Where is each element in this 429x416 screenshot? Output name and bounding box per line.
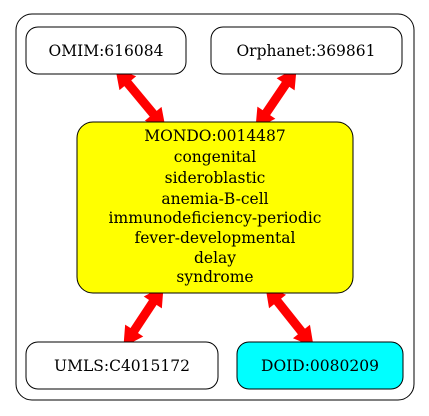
edge-mondo-umls [123, 286, 164, 347]
node-mondo-line-7: delay [194, 249, 236, 267]
edges [115, 68, 314, 347]
edge-omim-mondo [115, 68, 166, 129]
node-doid[interactable]: DOID:0080209 [236, 341, 404, 390]
node-umls[interactable]: UMLS:C4015172 [25, 341, 219, 390]
edge-orphanet-mondo [255, 68, 297, 129]
node-mondo[interactable]: MONDO:0014487 congenital sideroblastic a… [76, 121, 354, 294]
node-omim-box [25, 26, 187, 75]
node-mondo-box [76, 121, 354, 294]
node-mondo-line-6: fever-developmental [134, 229, 295, 247]
cluster-boundary [15, 13, 415, 401]
node-mondo-line-5: immunodeficiency-periodic [109, 209, 322, 227]
node-umls-box [25, 341, 219, 390]
node-umls-label: UMLS:C4015172 [54, 357, 190, 375]
node-omim[interactable]: OMIM:616084 [25, 26, 187, 75]
node-mondo-line-8: syndrome [176, 268, 253, 286]
node-mondo-line-1: MONDO:0014487 [144, 127, 286, 145]
node-omim-label: OMIM:616084 [49, 42, 164, 60]
node-orphanet-label: Orphanet:369861 [236, 42, 375, 60]
edge-orphanet-mondo-shaft [262, 81, 290, 116]
node-doid-label: DOID:0080209 [261, 357, 379, 375]
node-orphanet-box [210, 26, 403, 75]
edge-mondo-doid [265, 286, 314, 347]
edge-omim-mondo-shaft [124, 79, 157, 118]
edge-mondo-umls-head-end [123, 324, 144, 347]
node-mondo-line-3: sideroblastic [165, 169, 266, 187]
node-mondo-line-2: congenital [174, 148, 257, 166]
edge-mondo-umls-shaft [130, 299, 157, 334]
edge-mondo-doid-shaft [273, 298, 306, 335]
node-mondo-line-4: anemia-B-cell [161, 190, 268, 208]
node-orphanet[interactable]: Orphanet:369861 [210, 26, 403, 75]
node-doid-box [236, 341, 404, 390]
